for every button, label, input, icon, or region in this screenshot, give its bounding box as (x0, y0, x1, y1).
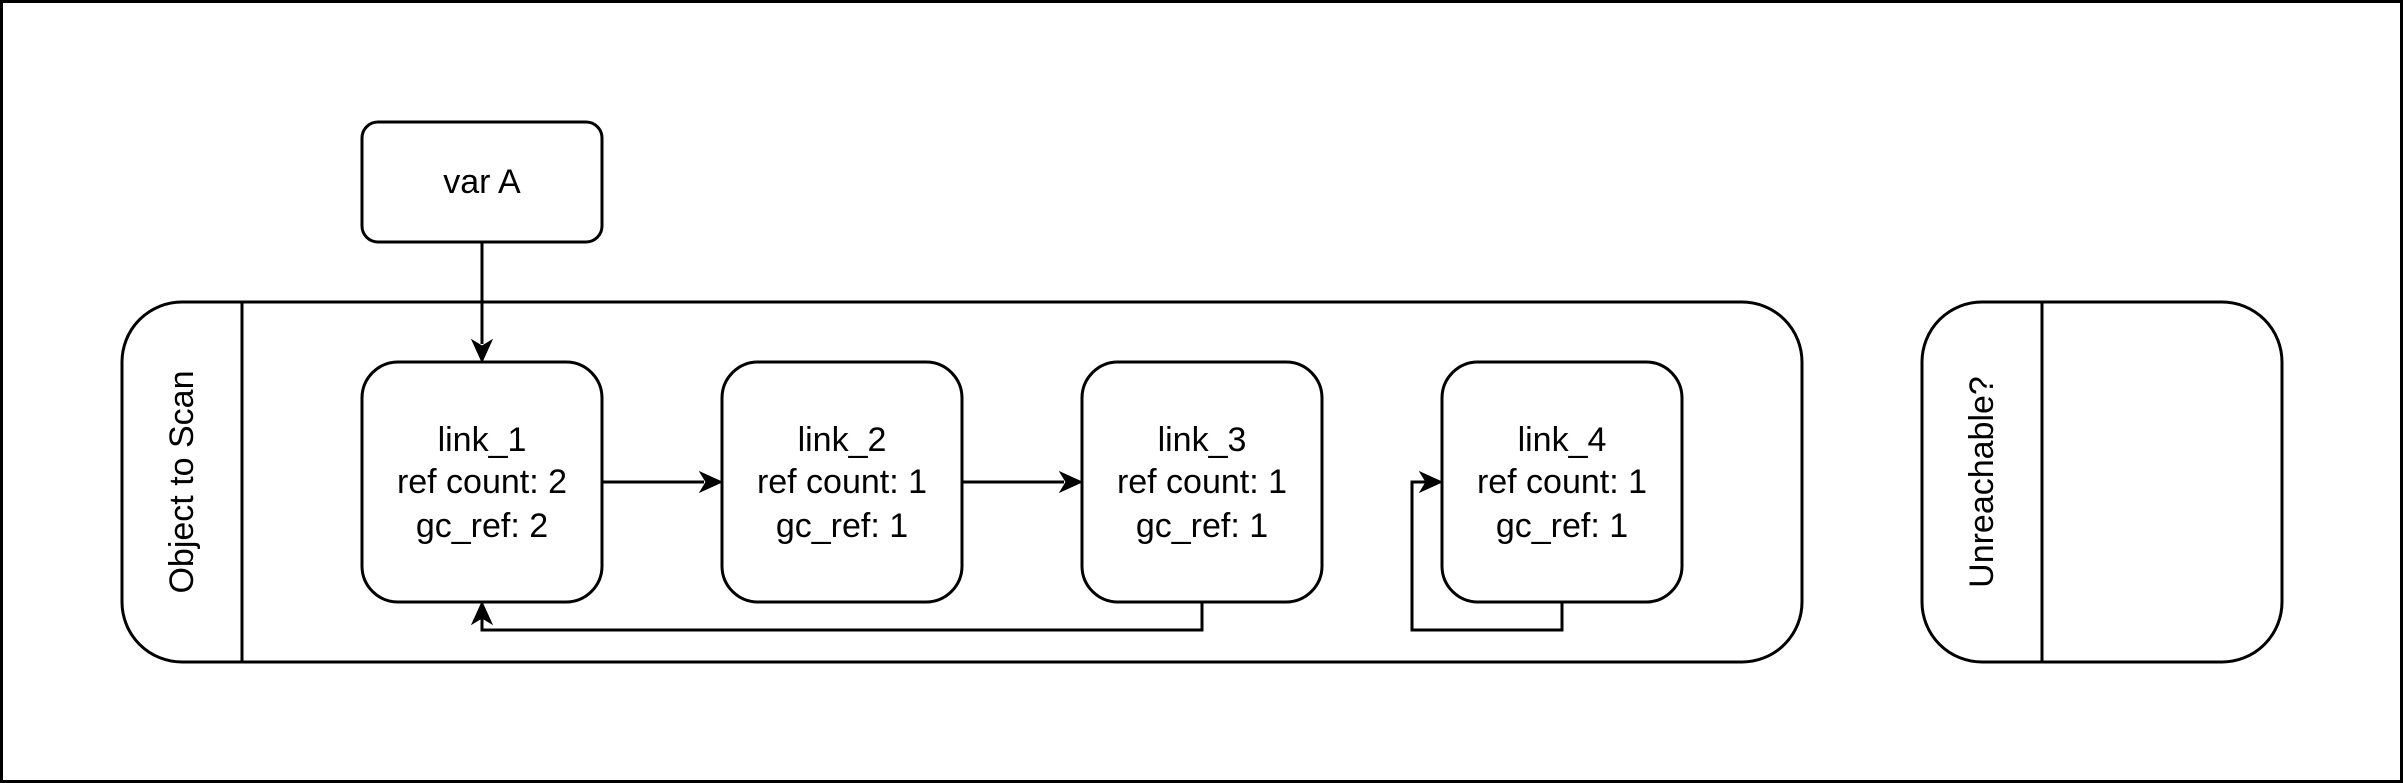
node-link-3[interactable]: link_3 ref count: 1 gc_ref: 1 (1080, 360, 1324, 604)
lane-unreachable[interactable]: Unreachable? (1920, 300, 2284, 664)
node-var-a[interactable]: var A (360, 120, 604, 244)
node-link-4[interactable]: link_4 ref count: 1 gc_ref: 1 (1440, 360, 1684, 604)
node-name: link_1 (438, 421, 527, 459)
lane-title: Object to Scan (163, 370, 201, 593)
node-link-1[interactable]: link_1 ref count: 2 gc_ref: 2 (360, 360, 604, 604)
edge-var-a-to-link-1 (470, 242, 494, 364)
node-name: link_2 (798, 421, 887, 459)
lane-frame (1920, 300, 2284, 664)
node-gc-ref: gc_ref: 1 (776, 507, 908, 545)
arrowhead (1058, 470, 1084, 494)
node-link-2[interactable]: link_2 ref count: 1 gc_ref: 1 (720, 360, 964, 604)
node-name: link_4 (1518, 421, 1607, 459)
edge-link-4-self-loop (1410, 470, 1564, 632)
edge-link-3-to-link-1 (470, 600, 1204, 632)
node-ref-count: ref count: 1 (757, 463, 927, 501)
arrowhead (1418, 470, 1444, 494)
node-gc-ref: gc_ref: 2 (416, 507, 548, 545)
node-name: link_3 (1158, 421, 1247, 459)
node-ref-count: ref count: 1 (1477, 463, 1647, 501)
node-ref-count: ref count: 1 (1117, 463, 1287, 501)
edge-line (1410, 480, 1564, 632)
arrowhead (470, 338, 494, 364)
node-gc-ref: gc_ref: 1 (1496, 507, 1628, 545)
node-label: var A (443, 163, 521, 201)
edge-link-2-to-link-3 (962, 470, 1084, 494)
node-ref-count: ref count: 2 (397, 463, 567, 501)
lane-title: Unreachable? (1963, 376, 2001, 588)
node-gc-ref: gc_ref: 1 (1136, 507, 1268, 545)
arrowhead (470, 600, 494, 626)
edge-line (480, 602, 1204, 632)
edge-link-1-to-link-2 (602, 470, 724, 494)
arrowhead (698, 470, 724, 494)
